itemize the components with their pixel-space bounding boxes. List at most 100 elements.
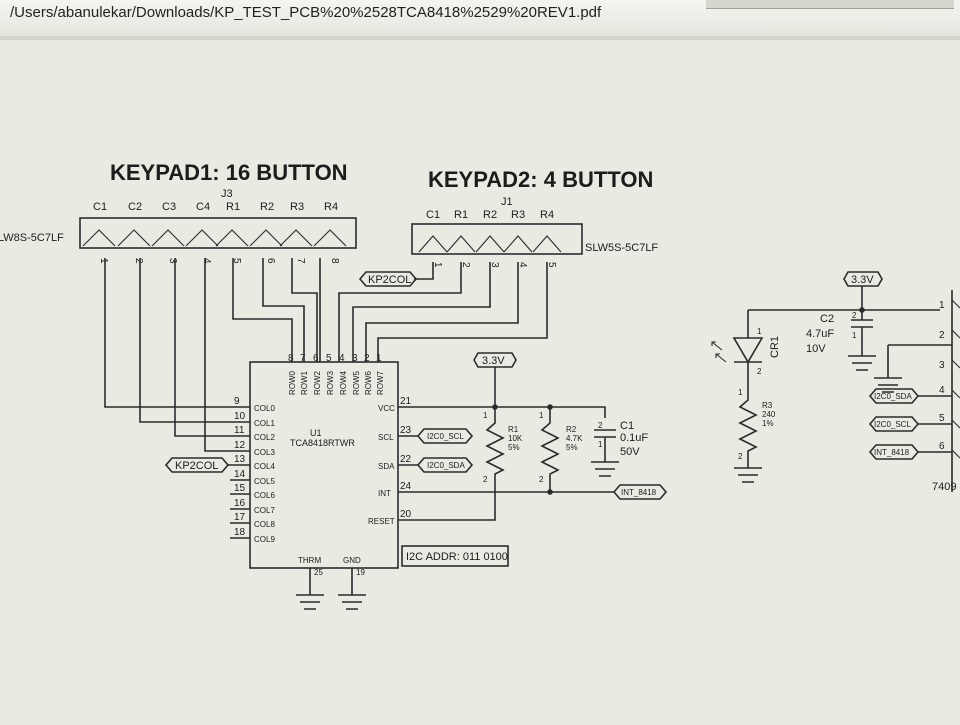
u1-col-name: COL8 bbox=[254, 520, 275, 529]
u1-col-pin: 11 bbox=[234, 425, 245, 436]
u1-right-name: SDA bbox=[378, 462, 395, 471]
net-label-scl-text: I2C0_SCL bbox=[427, 432, 464, 441]
u1-part: TCA8418RTWR bbox=[290, 438, 355, 448]
u1-thrm-label: THRM bbox=[298, 556, 321, 565]
keypad1-contact bbox=[185, 229, 219, 247]
c2-voltage: 10V bbox=[806, 343, 826, 355]
keypad1-pin-number: 3 bbox=[167, 258, 178, 264]
u1-gnd-label: GND bbox=[343, 556, 361, 565]
u1-right-name: RESET bbox=[368, 517, 395, 526]
u1-col-pin: 12 bbox=[234, 440, 246, 451]
cr1-pin1: 1 bbox=[757, 327, 762, 336]
c2-value: 4.7uF bbox=[806, 328, 834, 340]
r2-value: 4.7K bbox=[566, 434, 583, 443]
u1-right-name: SCL bbox=[378, 433, 394, 442]
u1-row-name: ROW2 bbox=[313, 370, 322, 395]
wire-3v3-rail bbox=[398, 367, 606, 418]
net-label-header-sda bbox=[868, 388, 920, 404]
net-label-header-int bbox=[868, 444, 920, 460]
keypad1-pin-number: 6 bbox=[265, 258, 276, 264]
keypad2-pin-number: 1 bbox=[432, 262, 443, 268]
wire-kp1-r3 bbox=[291, 258, 318, 362]
keypad2-ref: J1 bbox=[501, 196, 513, 208]
keypad1-pin-number: 2 bbox=[133, 258, 144, 264]
keypad1-pin-number: 1 bbox=[98, 258, 109, 264]
wire-header-nets bbox=[918, 395, 952, 453]
net-label-sda-text: I2C0_SDA bbox=[427, 461, 465, 470]
toolbar-divider bbox=[0, 36, 960, 40]
keypad1-pin-label: R4 bbox=[324, 201, 338, 213]
u1-row-pin: 7 bbox=[300, 353, 306, 364]
wire-3v3-right-rail bbox=[748, 286, 940, 311]
u1-row-pin: 2 bbox=[364, 353, 370, 364]
u1-col-pin: 14 bbox=[234, 469, 246, 480]
u1-col-pin: 10 bbox=[234, 411, 246, 422]
keypad2-contact bbox=[503, 235, 533, 253]
led-emission-arrows bbox=[711, 341, 727, 363]
u1-right-pin: 22 bbox=[400, 454, 412, 465]
wire-header-gnd bbox=[874, 344, 952, 393]
wire-kp2-r3 bbox=[365, 262, 519, 362]
capacitor-c2 bbox=[848, 310, 876, 371]
u1-row-name: ROW6 bbox=[364, 370, 373, 395]
u1-col-name: COL4 bbox=[254, 462, 275, 471]
keypad1-contact bbox=[151, 229, 185, 247]
net-label-kp2col-left-text: KP2COL bbox=[175, 460, 218, 472]
net-label-kp2col-top bbox=[358, 271, 418, 287]
u1-thrm-pin: 25 bbox=[314, 568, 323, 577]
window-controls[interactable] bbox=[706, 0, 954, 9]
wire-kp1-c2 bbox=[139, 258, 250, 423]
u1-right-pin: 23 bbox=[400, 425, 412, 436]
keypad2-pin-number: 5 bbox=[546, 262, 557, 268]
r1-value: 10K bbox=[508, 434, 523, 443]
keypad1-part: LW8S-5C7LF bbox=[0, 232, 64, 244]
net-label-int-text: INT_8418 bbox=[621, 488, 657, 497]
keypad2-contact bbox=[418, 235, 448, 253]
u1-gnd-pin: 19 bbox=[356, 568, 365, 577]
u1-right-pin: 24 bbox=[400, 481, 412, 492]
keypad2-pin-number: 3 bbox=[489, 262, 500, 268]
wire-kp2-r4 bbox=[377, 262, 548, 362]
keypad1-pin-number: 5 bbox=[231, 258, 242, 264]
keypad1-pin-number: 7 bbox=[295, 258, 306, 264]
header-pin-number: 6 bbox=[939, 441, 945, 452]
wire-kp1-c1 bbox=[104, 258, 250, 408]
header-connector-teeth bbox=[951, 299, 960, 459]
keypad2-pin-label: C1 bbox=[426, 209, 440, 221]
r3-value: 240 bbox=[762, 410, 776, 419]
cr1-pin2: 2 bbox=[757, 367, 762, 376]
r3-tol: 1% bbox=[762, 419, 774, 428]
power-flag-3v3-right-text: 3.3V bbox=[851, 274, 874, 286]
keypad1-connector bbox=[79, 217, 357, 249]
keypad2-contact bbox=[532, 235, 562, 253]
header-pin-number: 2 bbox=[939, 330, 945, 341]
keypad2-pin-number: 4 bbox=[517, 262, 528, 268]
keypad1-pin-label: C1 bbox=[93, 201, 107, 213]
keypad1-pin-label: R2 bbox=[260, 201, 274, 213]
resistor-r2 bbox=[540, 407, 560, 492]
u1-col-name: COL5 bbox=[254, 477, 275, 486]
u1-row-name: ROW5 bbox=[352, 370, 361, 395]
r2-pin1: 1 bbox=[539, 411, 544, 420]
c1-voltage: 50V bbox=[620, 446, 640, 458]
net-label-scl bbox=[416, 428, 474, 444]
keypad1-contact bbox=[249, 229, 283, 247]
led-cr1 bbox=[732, 310, 764, 386]
power-flag-3v3-u1-text: 3.3V bbox=[482, 355, 505, 367]
keypad1-ref: J3 bbox=[221, 188, 233, 200]
r2-tol: 5% bbox=[566, 443, 578, 452]
r1-pin1: 1 bbox=[483, 411, 488, 420]
net-label-header-sda-text: I2C0_SDA bbox=[874, 392, 912, 401]
r2-ref: R2 bbox=[566, 425, 577, 434]
u1-col-pin: 15 bbox=[234, 483, 246, 494]
power-flag-3v3-right bbox=[843, 271, 883, 287]
ground-symbol-thrm bbox=[296, 568, 324, 610]
wire-kp1-c3 bbox=[174, 258, 250, 437]
keypad1-pin-label: C4 bbox=[196, 201, 210, 213]
u1-col-pin: 17 bbox=[234, 512, 246, 523]
wire-kp2-r1 bbox=[338, 262, 462, 362]
power-flag-3v3-u1 bbox=[473, 352, 517, 368]
wire-kp1-c4 bbox=[204, 258, 250, 452]
u1-col-pin: 18 bbox=[234, 527, 246, 538]
